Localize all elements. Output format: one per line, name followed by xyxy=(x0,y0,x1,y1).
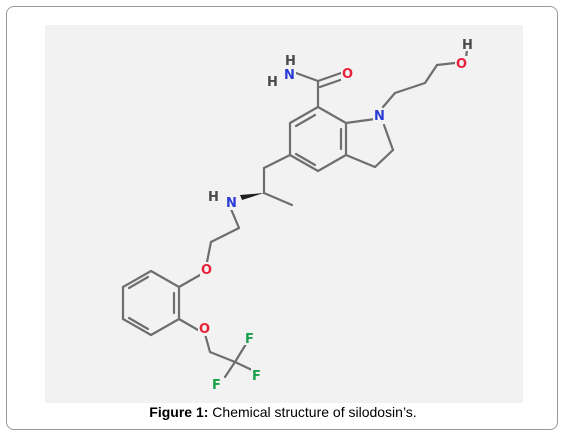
atom-ether-o-lower: O xyxy=(199,322,210,337)
structure-panel: H H N O N H O H N O xyxy=(45,25,523,403)
atom-fluorine-2: F xyxy=(252,369,261,384)
atom-amide-n: N xyxy=(284,68,295,83)
atom-amine-n: N xyxy=(226,196,237,211)
atom-amide-h-top: H xyxy=(285,54,296,69)
atom-labels: H H N O N H O H N O xyxy=(198,37,473,393)
atom-amine-h: H xyxy=(208,190,219,205)
bonds xyxy=(121,48,469,379)
figure-caption-text: Chemical structure of silodosin’s. xyxy=(208,404,417,420)
atom-amide-o: O xyxy=(342,67,353,82)
atom-fluorine-3: F xyxy=(212,378,221,393)
atom-amide-h-left: H xyxy=(267,75,278,90)
atom-hydroxyl-o: O xyxy=(456,57,467,72)
atom-hydroxyl-h: H xyxy=(462,38,473,53)
atom-ring-n: N xyxy=(374,109,385,124)
figure-caption: Figure 1: Chemical structure of silodosi… xyxy=(0,404,566,420)
atom-ether-o-upper: O xyxy=(201,263,212,278)
figure-label: Figure 1: xyxy=(149,404,209,420)
silodosin-structure: H H N O N H O H N O xyxy=(121,37,473,393)
figure-frame: H H N O N H O H N O xyxy=(6,6,558,430)
atom-fluorine-1: F xyxy=(245,332,254,347)
